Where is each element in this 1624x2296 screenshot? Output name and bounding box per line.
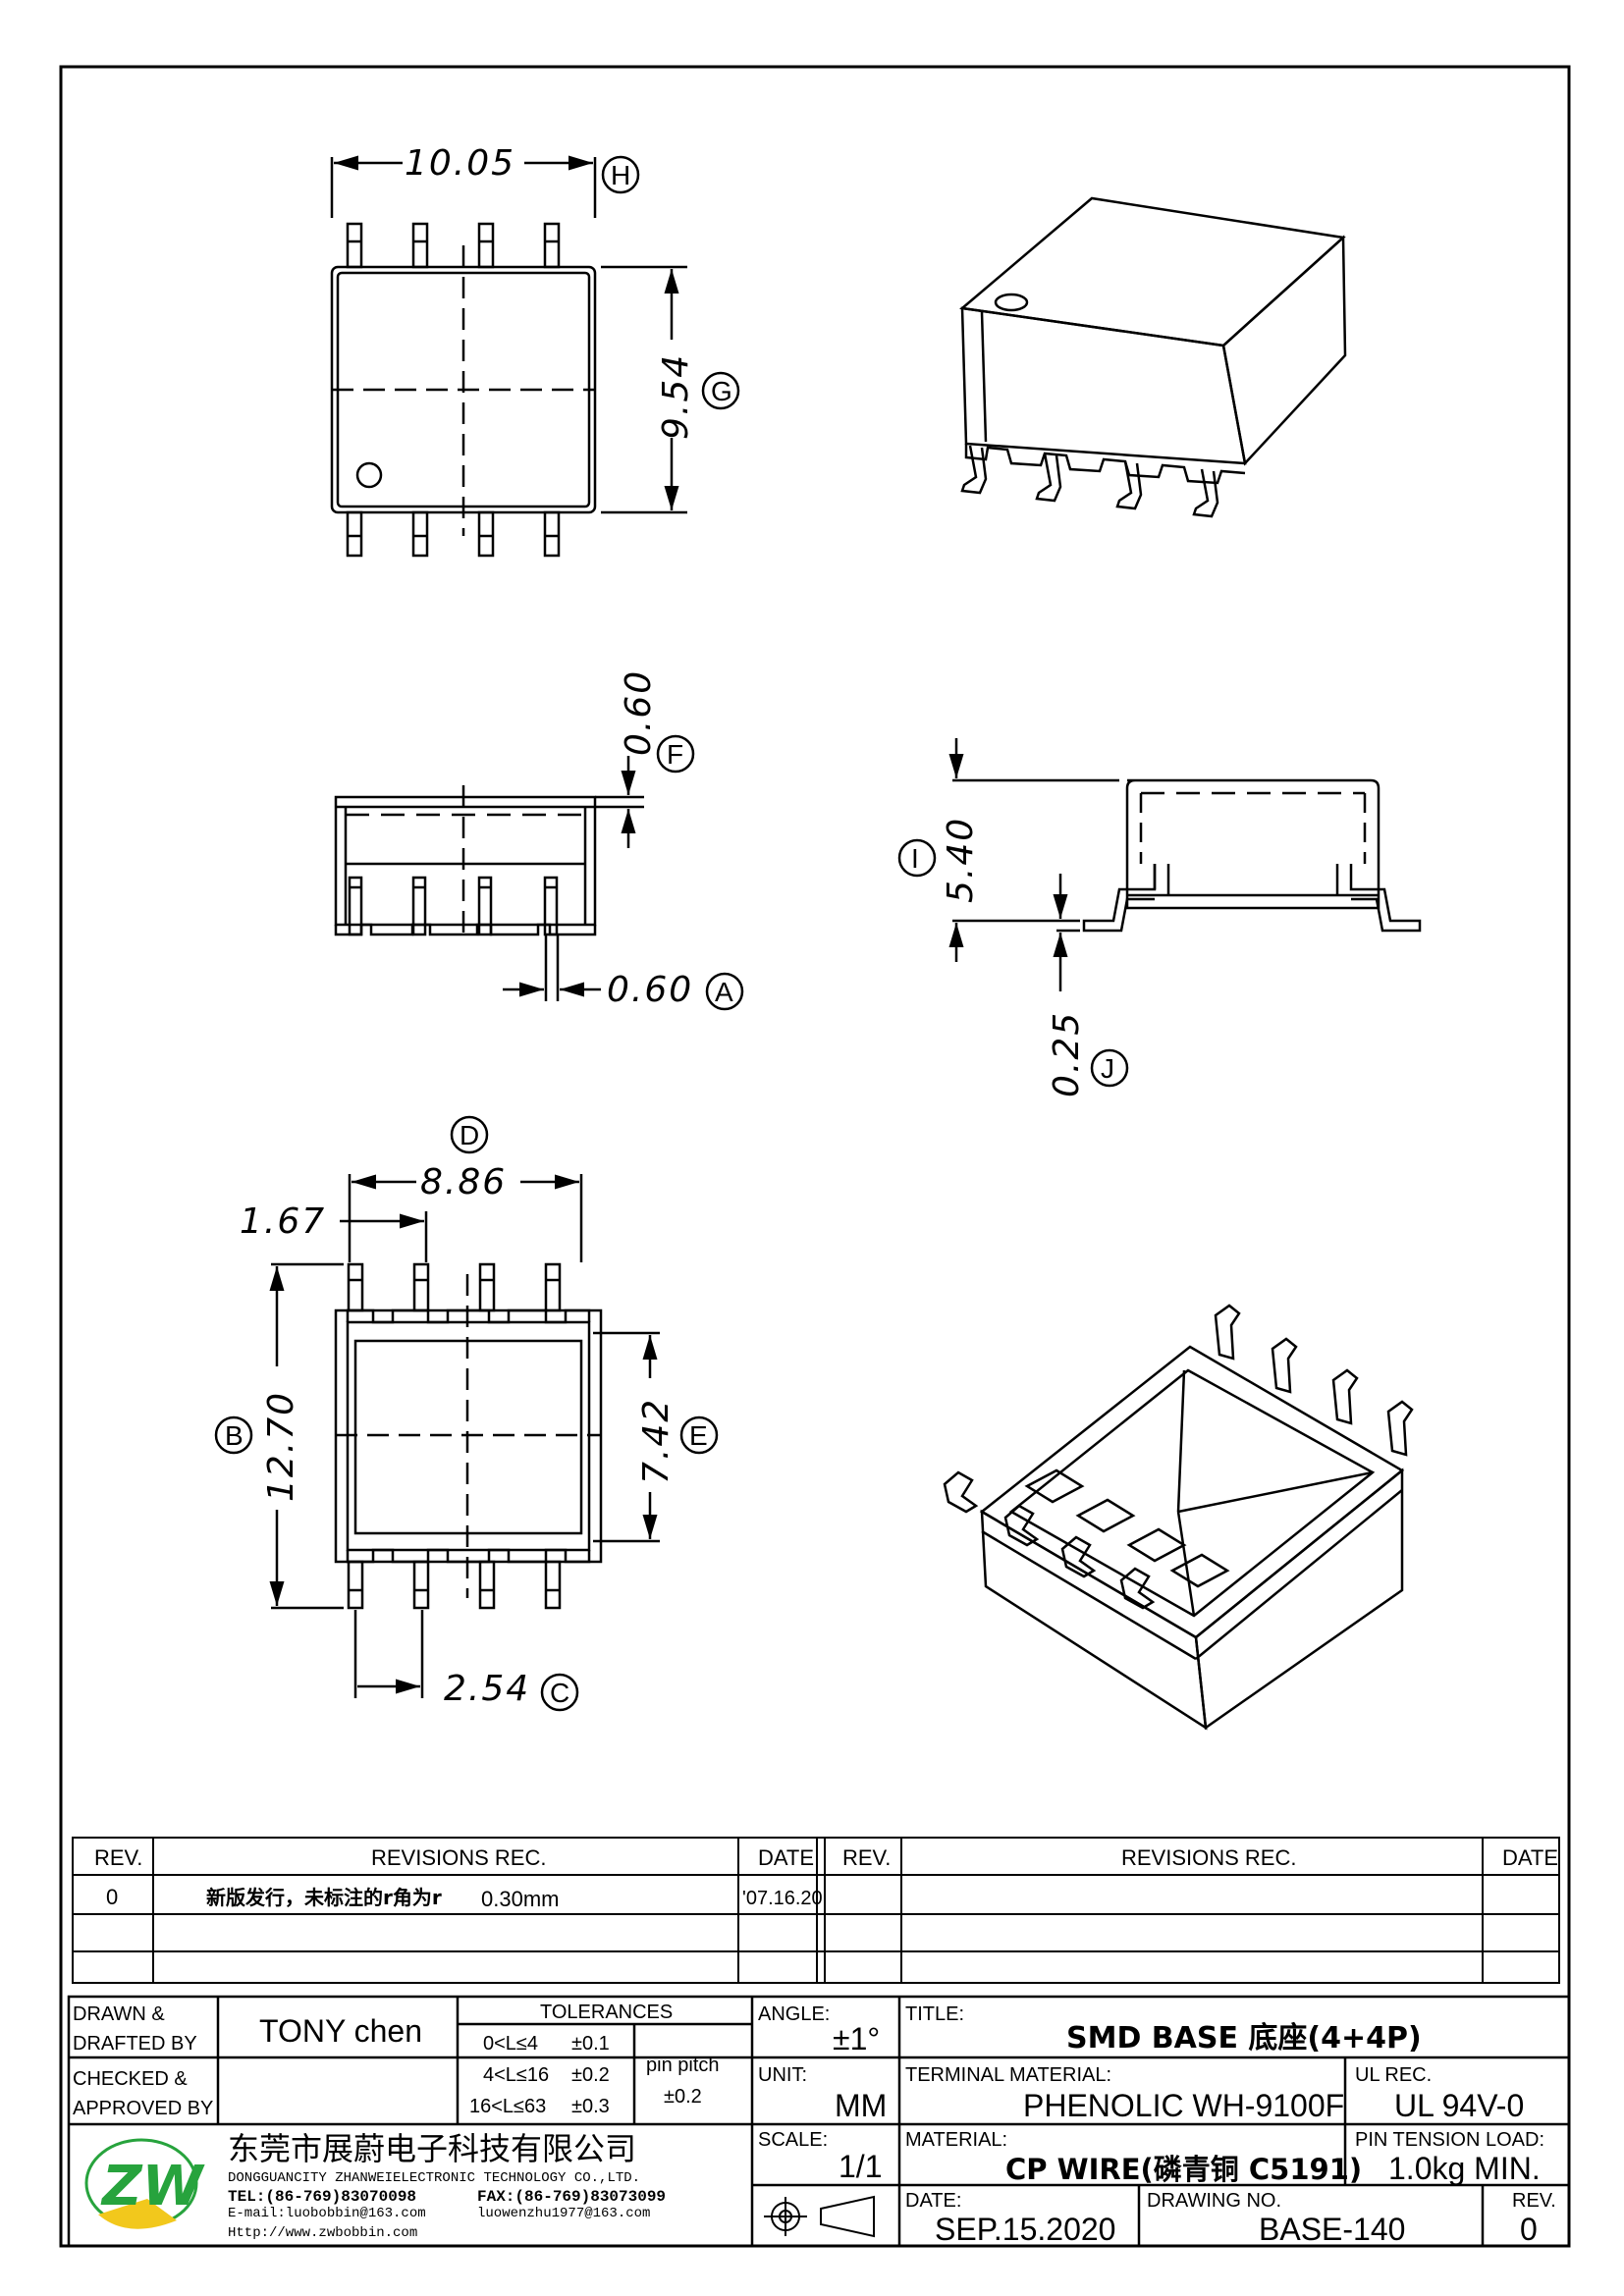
angle-value: ±1°	[833, 2021, 880, 2056]
revisions-text: REV. REVISIONS REC. DATE REV. REVISIONS …	[94, 1845, 1558, 1911]
checked-label-1: CHECKED &	[73, 2068, 188, 2090]
rev-label: REV.	[1512, 2190, 1556, 2212]
company-name-en: DONGGUANCITY ZHANWEIELECTRONIC TECHNOLOG…	[228, 2170, 640, 2186]
dim-e-value: 7.42	[636, 1398, 677, 1484]
material-label: MATERIAL:	[905, 2129, 1007, 2151]
dim-g-value: 9.54	[656, 353, 696, 440]
dimension-labels: 10.05 H 9.54 G 0.60 F 0.60 A 5.40 I 0.25…	[225, 143, 1114, 1709]
rev-value: 0	[1520, 2212, 1538, 2247]
rev-row-0-text: 新版发行，未标注的r角为r	[206, 1886, 442, 1909]
tol-value-2: ±0.3	[571, 2096, 610, 2117]
dim-j-value: 0.25	[1047, 1011, 1087, 1097]
bottom-view	[214, 1115, 719, 1712]
dim-pitch-offset-value: 1.67	[240, 1201, 326, 1242]
rev-row-0-rev: 0	[106, 1885, 118, 1909]
pin-tension-value: 1.0kg MIN.	[1388, 2151, 1541, 2186]
checked-label-2: APPROVED BY	[73, 2098, 213, 2119]
title-value: SMD BASE 底座(4+4P)	[1066, 2021, 1422, 2056]
company-email2: luowenzhu1977@163.com	[477, 2206, 650, 2221]
terminal-value: PHENOLIC WH-9100F	[1023, 2088, 1344, 2123]
drawing-no-value: BASE-140	[1259, 2212, 1405, 2247]
company-web: Http://www.zwbobbin.com	[228, 2225, 417, 2241]
dim-d-letter: D	[460, 1120, 479, 1150]
rev-row-0-date: '07.16.20	[742, 1888, 823, 1909]
title-block-text: DRAWN & DRAFTED BY TONY chen CHECKED & A…	[73, 2002, 1556, 2247]
dim-b-letter: B	[225, 1420, 244, 1451]
date-label: DATE:	[905, 2190, 961, 2212]
unit-label: UNIT:	[758, 2064, 807, 2086]
dim-a-value: 0.60	[607, 970, 693, 1010]
tol-value-0: ±0.1	[571, 2033, 610, 2055]
tolerances-label: TOLERANCES	[540, 2002, 673, 2023]
side-view	[897, 738, 1422, 1088]
dim-i-value: 5.40	[941, 817, 981, 903]
company-tel: TEL:(86-769)83070098	[228, 2188, 416, 2206]
rev-row-0-value: 0.30mm	[481, 1887, 559, 1911]
company-name-cn: 东莞市展蔚电子科技有限公司	[228, 2130, 636, 2167]
drawn-label-2: DRAFTED BY	[73, 2033, 197, 2055]
top-view	[330, 155, 740, 558]
dim-h-value: 10.05	[405, 143, 515, 184]
iso-bottom-view	[943, 1304, 1414, 1731]
dim-j-letter: J	[1101, 1053, 1114, 1084]
title-block-grid	[67, 1995, 1571, 2248]
material-value: CP WIRE(磷青铜 C5191)	[1005, 2153, 1362, 2186]
dim-f-letter: F	[667, 739, 683, 770]
angle-label: ANGLE:	[758, 2003, 830, 2025]
title-label: TITLE:	[905, 2003, 964, 2025]
rev-header-right: REV.	[842, 1845, 891, 1870]
pin-pitch-value: ±0.2	[664, 2086, 702, 2108]
date-header-right: DATE	[1502, 1845, 1558, 1870]
revisions-table	[72, 1837, 1560, 1984]
drawn-value: TONY chen	[259, 2013, 422, 2049]
revisions-header-right: REVISIONS REC.	[1121, 1845, 1296, 1870]
dim-a-letter: A	[715, 977, 733, 1007]
terminal-label: TERMINAL MATERIAL:	[905, 2064, 1111, 2086]
drawn-label-1: DRAWN &	[73, 2003, 165, 2025]
front-view	[334, 734, 744, 1011]
company-fax: FAX:(86-769)83073099	[477, 2188, 666, 2206]
revisions-header-left: REVISIONS REC.	[371, 1845, 546, 1870]
dim-c-letter: C	[550, 1678, 569, 1708]
dim-e-letter: E	[689, 1420, 708, 1451]
date-value: SEP.15.2020	[935, 2212, 1115, 2247]
dim-i-letter: I	[911, 843, 919, 874]
tol-range-0: 0<L≤4	[483, 2033, 538, 2055]
company-info: 东莞市展蔚电子科技有限公司 DONGGUANCITY ZHANWEIELECTR…	[228, 2130, 666, 2241]
rev-header-left: REV.	[94, 1845, 142, 1870]
drawing-no-label: DRAWING NO.	[1147, 2190, 1281, 2212]
company-logo: ZW	[84, 2138, 206, 2229]
svg-text:ZW: ZW	[100, 2155, 206, 2218]
tol-value-1: ±0.2	[571, 2064, 610, 2086]
date-header-left: DATE	[758, 1845, 814, 1870]
scale-value: 1/1	[839, 2149, 882, 2184]
projection-symbol-icon	[764, 2195, 875, 2238]
sheet-border	[59, 65, 1571, 2248]
ul-label: UL REC.	[1355, 2064, 1432, 2086]
tol-range-1: 4<L≤16	[483, 2064, 549, 2086]
iso-top-view	[959, 196, 1347, 518]
pin-pitch-label: pin pitch	[646, 2055, 720, 2076]
dim-d-value: 8.86	[420, 1162, 507, 1202]
dim-g-letter: G	[711, 376, 732, 406]
dim-b-value: 12.70	[261, 1391, 301, 1502]
ul-value: UL 94V-0	[1394, 2088, 1524, 2123]
dim-c-value: 2.54	[444, 1669, 530, 1709]
unit-value: MM	[835, 2088, 887, 2123]
tol-range-2: 16<L≤63	[469, 2096, 546, 2117]
scale-label: SCALE:	[758, 2129, 828, 2151]
dim-h-letter: H	[611, 160, 630, 190]
company-email1: E-mail:luobobbin@163.com	[228, 2206, 426, 2221]
dim-f-value: 0.60	[619, 669, 659, 756]
pin-tension-label: PIN TENSION LOAD:	[1355, 2129, 1544, 2151]
